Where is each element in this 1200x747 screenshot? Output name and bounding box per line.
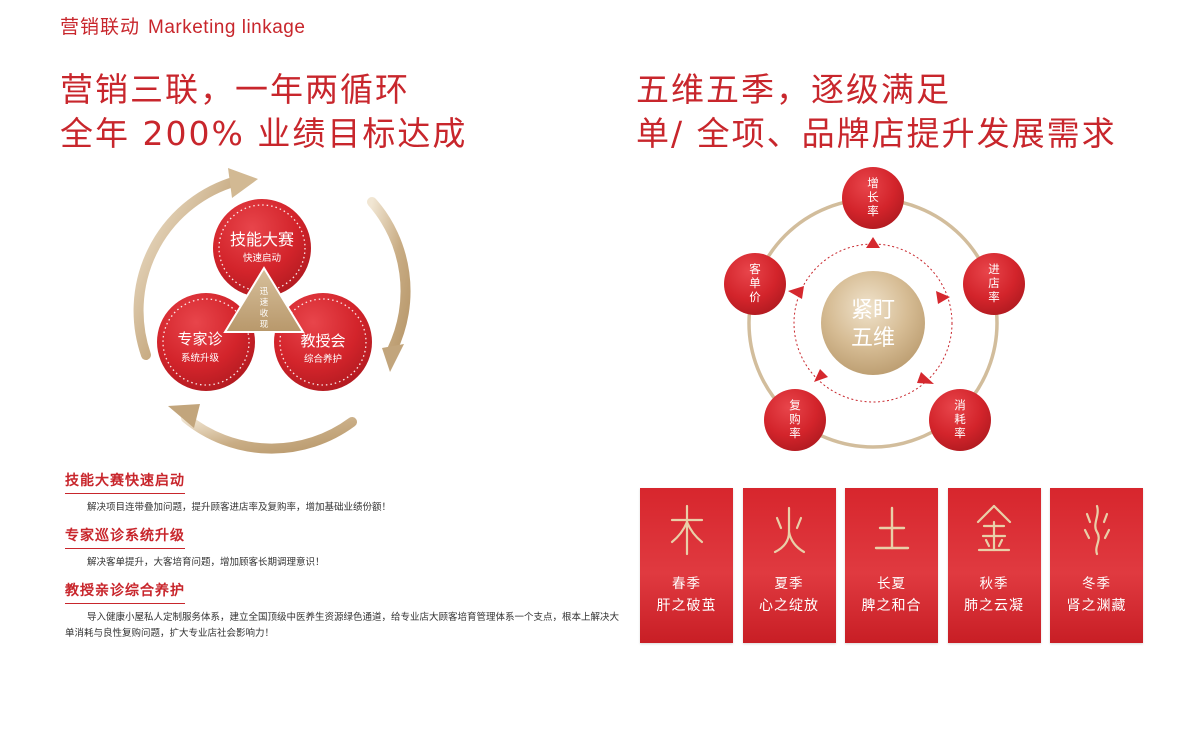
season-card-winter: 冬季 肾之渊藏 — [1050, 488, 1143, 643]
season-subtitle: 脾之和合 — [861, 598, 922, 614]
inner-dashed-ring — [793, 243, 953, 403]
feature-title: 教授亲诊综合养护 — [65, 580, 185, 604]
node-repurchase-char: 率 — [789, 426, 801, 440]
feature-title: 技能大赛快速启动 — [65, 470, 185, 494]
node-repurchase-char: 复 — [789, 398, 801, 412]
circle-skill-contest — [213, 199, 311, 297]
feature-title: 专家巡诊系统升级 — [65, 525, 185, 549]
node-growth-rate — [842, 167, 904, 229]
triangle-label-char: 现 — [260, 320, 269, 330]
feature-desc: 解决客单提升，大客培育问题，增加顾客长期调理意识！ — [87, 557, 325, 568]
metal-seal-glyph — [976, 504, 1012, 552]
wood-seal-glyph — [670, 504, 703, 556]
left-headline-line2: 全年 200% 业绩目标达成 — [60, 114, 468, 153]
node-consumption-char: 消 — [954, 398, 966, 412]
node-unit-price-char: 单 — [749, 276, 761, 290]
feature-list: 技能大赛快速启动 解决项目连带叠加问题，提升顾客进店率及复购率，增加基础业绩份额… — [65, 470, 625, 651]
cycle-arrow-right — [367, 197, 411, 372]
right-headline: 五维五季，逐级满足 单/ 全项、品牌店提升发展需求 — [636, 68, 1117, 156]
node-consumption-char: 率 — [954, 426, 966, 440]
right-headline-line2: 单/ 全项、品牌店提升发展需求 — [636, 114, 1117, 153]
node-repurchase-char: 购 — [789, 412, 801, 426]
feature-desc: 导入健康小屋私人定制服务体系，建立全国顶级中医养生资源绿色通道，给专业店大顾客培… — [65, 612, 620, 639]
season-subtitle: 肝之破茧 — [656, 598, 717, 614]
node-unit-price-char: 客 — [749, 262, 761, 276]
center-label-line2: 五维 — [851, 326, 895, 351]
center-focus-circle — [821, 271, 925, 375]
node-consumption-char: 耗 — [954, 412, 966, 426]
cycle-arrow-top — [133, 168, 258, 360]
node-growth-char: 长 — [867, 190, 879, 204]
season-name: 夏季 — [774, 576, 804, 592]
node-growth-char: 增 — [867, 176, 879, 190]
season-name: 冬季 — [1082, 576, 1111, 592]
feature-item: 技能大赛快速启动 解决项目连带叠加问题，提升顾客进店率及复购率，增加基础业绩份额… — [65, 470, 625, 516]
water-seal-glyph — [1083, 504, 1110, 556]
node-visit-char: 率 — [988, 290, 1000, 304]
triangle-label-char: 迅 — [260, 287, 269, 297]
arrow-to-growth — [866, 237, 880, 248]
header-cn: 营销联动 — [60, 16, 141, 38]
node-visit-rate — [963, 253, 1025, 315]
arrow-to-repurchase — [814, 369, 828, 382]
season-card-long-summer: 长夏 脾之和合 — [845, 488, 938, 643]
circle-professor-title: 教授会 — [300, 332, 345, 350]
season-subtitle: 肺之云凝 — [964, 598, 1024, 614]
arrow-to-unit-price — [788, 286, 804, 299]
arrow-to-consumption — [917, 372, 934, 384]
header-en: Marketing linkage — [148, 17, 306, 38]
node-consumption-rate — [929, 389, 991, 451]
node-unit-price — [724, 253, 786, 315]
left-headline-line1: 营销三联，一年两循环 — [60, 70, 410, 109]
node-visit-char: 进 — [988, 262, 1000, 276]
circle-skill-subtitle: 快速启动 — [243, 252, 281, 264]
feature-desc: 解决项目连带叠加问题，提升顾客进店率及复购率，增加基础业绩份额！ — [87, 502, 392, 513]
feature-item: 专家巡诊系统升级 解决客单提升，大客培育问题，增加顾客长期调理意识！ — [65, 525, 625, 571]
node-growth-char: 率 — [867, 204, 879, 218]
marketing-linkage-cycle-diagram: 技能大赛 快速启动 专家诊 系统升级 教授会 综合养护 迅 速 收 现 — [120, 160, 430, 460]
season-subtitle: 心之绽放 — [759, 598, 819, 614]
circle-skill-title: 技能大赛 — [230, 230, 294, 249]
season-subtitle: 肾之渊藏 — [1066, 598, 1127, 614]
left-headline: 营销三联，一年两循环 全年 200% 业绩目标达成 — [60, 68, 467, 156]
center-label-line1: 紧盯 — [851, 298, 895, 323]
circle-professor-meeting — [274, 293, 372, 391]
circle-expert-diagnosis — [157, 293, 255, 391]
five-dimension-diagram: 紧盯 五维 增 长 率 进 店 率 消 耗 率 复 — [700, 160, 1030, 460]
triangle-label-char: 收 — [260, 308, 269, 319]
center-triangle — [223, 266, 305, 333]
triangle-label-char: 速 — [260, 298, 269, 308]
season-name: 春季 — [672, 576, 701, 592]
season-card-summer: 夏季 心之绽放 — [742, 488, 836, 643]
arrow-to-visit — [936, 291, 950, 304]
section-header: 营销联动 Marketing linkage — [60, 12, 305, 39]
circle-expert-title: 专家诊 — [177, 330, 222, 348]
season-card-spring: 春季 肝之破茧 — [640, 488, 733, 643]
right-headline-line1: 五维五季，逐级满足 — [636, 70, 951, 109]
season-cards: 春季 肝之破茧 夏季 心之绽放 长夏 脾之和合 秋季 肺之云凝 — [640, 488, 1143, 643]
season-card-autumn: 秋季 肺之云凝 — [947, 488, 1041, 643]
node-unit-price-char: 价 — [749, 290, 761, 304]
node-visit-char: 店 — [988, 276, 1000, 290]
circle-expert-subtitle: 系统升级 — [181, 352, 220, 364]
feature-item: 教授亲诊综合养护 导入健康小屋私人定制服务体系，建立全国顶级中医养生资源绿色通道… — [65, 580, 625, 642]
circle-professor-subtitle: 综合养护 — [304, 353, 342, 365]
earth-seal-glyph — [874, 506, 909, 550]
cycle-arrow-bottom — [168, 404, 357, 454]
fire-seal-glyph — [773, 506, 806, 554]
season-name: 秋季 — [979, 576, 1009, 592]
node-repurchase-rate — [764, 389, 826, 451]
season-name: 长夏 — [877, 576, 906, 592]
